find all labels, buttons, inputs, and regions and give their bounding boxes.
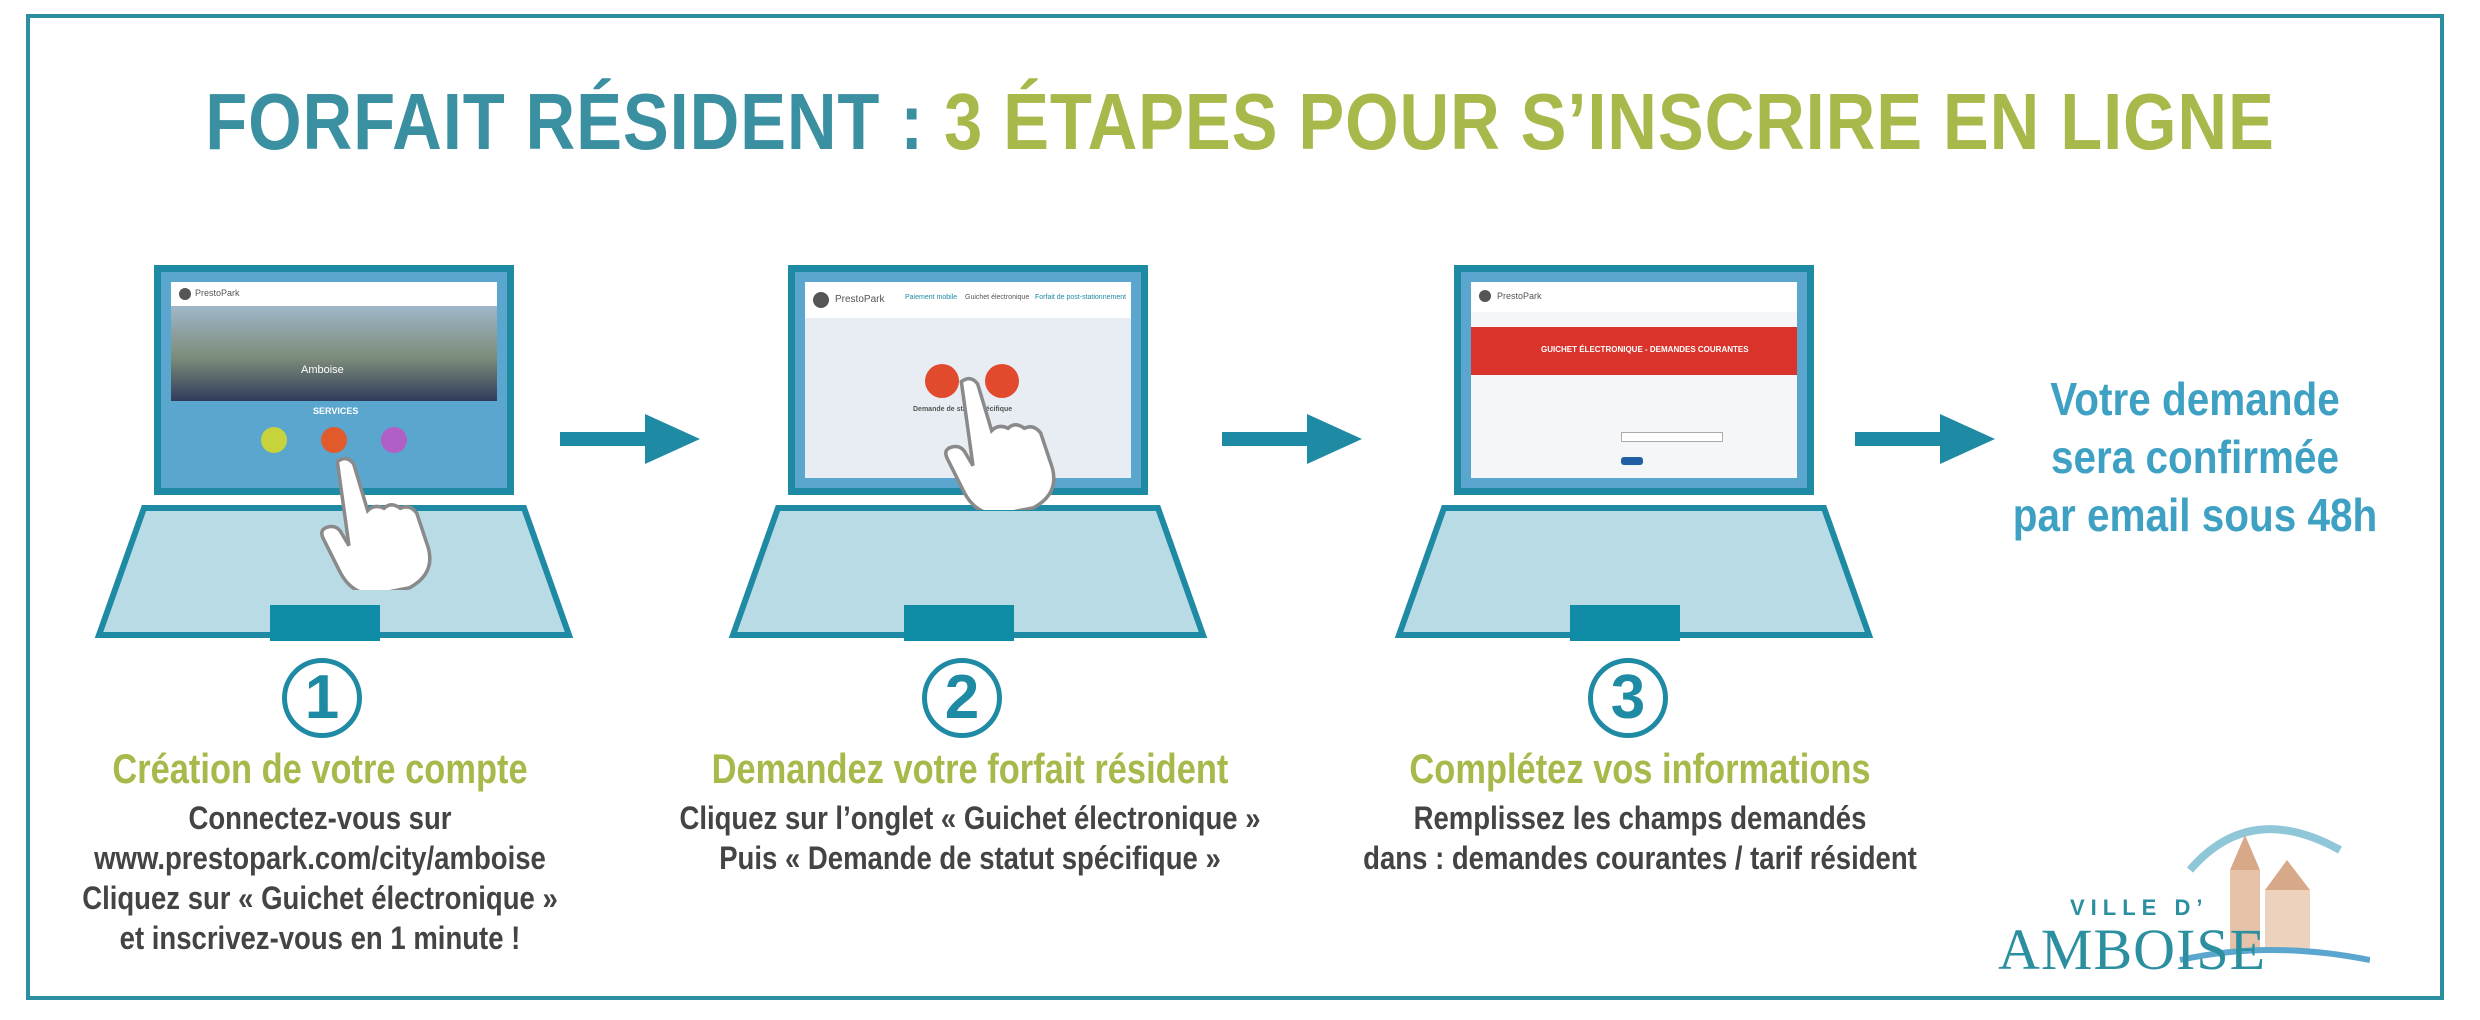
arrow-right-icon: [560, 414, 700, 464]
site-header: PrestoPark Paiement mobile Guichet élect…: [805, 282, 1131, 318]
arrow-right-icon: [1855, 414, 1995, 464]
step-2-line: Puis « Demande de statut spécifique »: [719, 840, 1221, 876]
laptop-trackpad: [1570, 605, 1680, 641]
tab-guichet[interactable]: Guichet électronique: [965, 294, 1030, 301]
step-1-heading: Création de votre compte: [112, 745, 528, 792]
service-mobile-icon: [261, 427, 287, 453]
tab-paiement-mobile[interactable]: Paiement mobile: [905, 294, 958, 301]
site-header: PrestoPark: [1471, 282, 1797, 312]
step-1-line: Connectez-vous sur: [188, 800, 452, 836]
screen-content: PrestoPark Amboise SERVICES: [171, 282, 497, 478]
laptop-trackpad: [904, 605, 1014, 641]
title-part-1: FORFAIT RÉSIDENT :: [205, 77, 945, 166]
laptop-keyboard: [1394, 505, 1874, 638]
step-3-line: Remplissez les champs demandés: [1413, 800, 1867, 836]
brand-logo-icon: [179, 288, 191, 300]
step-2-heading: Demandez votre forfait résident: [711, 745, 1229, 792]
arrow-right-icon: [1222, 414, 1362, 464]
confirmation-line: sera confirmée: [2050, 431, 2340, 483]
step-1-line: Cliquez sur « Guichet électronique »: [82, 880, 558, 916]
step-number-2: 2: [922, 658, 1002, 738]
hero-image: Amboise: [171, 306, 497, 401]
card-label: Demande de statut spécifique: [913, 406, 1013, 413]
step-1-line: et inscrivez-vous en 1 minute !: [119, 920, 521, 956]
pointing-hand-icon: [320, 456, 432, 590]
laptop-trackpad: [270, 605, 380, 641]
step-number-3: 3: [1588, 658, 1668, 738]
demand-icon-1[interactable]: [925, 364, 959, 398]
services-heading: SERVICES: [313, 406, 359, 416]
laptop-step-2: PrestoPark Paiement mobile Guichet élect…: [728, 265, 1208, 645]
site-header: PrestoPark: [171, 282, 497, 306]
demand-icon-2[interactable]: [985, 364, 1019, 398]
confirmation-line: par email sous 48h: [2012, 489, 2378, 541]
logo-amboise-text: AMBOISE: [1998, 917, 2267, 982]
brand-name: PrestoPark: [1497, 291, 1542, 301]
step-number-1: 1: [282, 658, 362, 738]
submit-button[interactable]: [1621, 457, 1643, 465]
castle-emblem-icon: [2179, 825, 2370, 963]
service-fps-icon: [381, 427, 407, 453]
step-3-line: dans : demandes courantes / tarif réside…: [1363, 840, 1917, 876]
form-field[interactable]: [1621, 432, 1723, 442]
laptop-step-3: PrestoPark GUICHET ÉLECTRONIQUE - DEMAND…: [1394, 265, 1874, 645]
brand-logo-icon: [1479, 290, 1491, 302]
page-frame: [26, 14, 2444, 1000]
banner-title: GUICHET ÉLECTRONIQUE - DEMANDES COURANTE…: [1541, 345, 1749, 354]
screen-content: PrestoPark GUICHET ÉLECTRONIQUE - DEMAND…: [1471, 282, 1797, 478]
brand-name: PrestoPark: [835, 294, 885, 305]
laptop-screen: PrestoPark Amboise SERVICES: [154, 265, 514, 495]
laptop-step-1: PrestoPark Amboise SERVICES: [94, 265, 574, 645]
red-banner: GUICHET ÉLECTRONIQUE - DEMANDES COURANTE…: [1471, 327, 1797, 375]
step-2-line: Cliquez sur l’onglet « Guichet électroni…: [679, 800, 1261, 836]
brand-name: PrestoPark: [195, 288, 240, 298]
title-part-2: 3 ÉTAPES POUR S’INSCRIRE EN LIGNE: [944, 77, 2275, 166]
brand-logo-icon: [813, 292, 829, 308]
hero-city-name: Amboise: [301, 364, 344, 376]
service-guichet-icon[interactable]: [321, 427, 347, 453]
pointing-hand-icon: [944, 376, 1056, 510]
step-1-line: www.prestopark.com/city/amboise: [94, 840, 546, 876]
confirmation-message: Votre demande sera confirmée par email s…: [1988, 370, 2402, 544]
laptop-screen: PrestoPark GUICHET ÉLECTRONIQUE - DEMAND…: [1454, 265, 1814, 495]
step-3-heading: Complétez vos informations: [1409, 745, 1871, 792]
confirmation-line: Votre demande: [2050, 373, 2340, 425]
page-title: FORFAIT RÉSIDENT : 3 ÉTAPES POUR S’INSCR…: [174, 76, 2307, 168]
tab-fps[interactable]: Forfait de post-stationnement: [1035, 294, 1127, 301]
amboise-logo: VILLE D’ AMBOISE: [1990, 810, 2430, 982]
logo-ville-text: VILLE D’: [2070, 895, 2209, 920]
